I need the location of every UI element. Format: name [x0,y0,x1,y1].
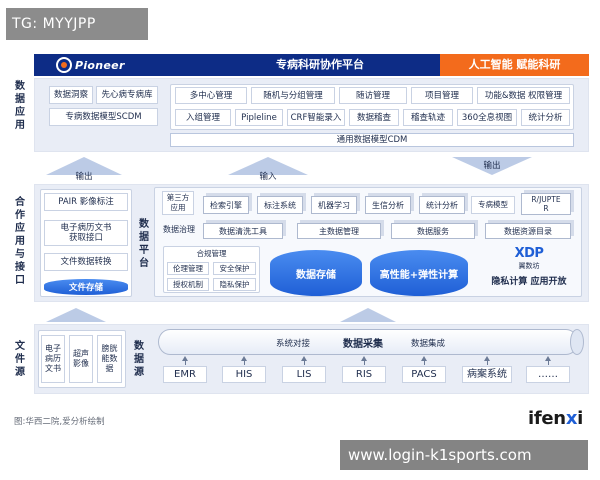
cleaning-tool-cube: 数据清洗工具 [203,223,283,239]
section-label-coop: 合作应用与接口 [15,197,25,286]
pipe-mid-label: 数据采集 [343,339,383,350]
coop-item: 文件数据转换 [44,253,128,271]
compliance-item: 隐私保护 [213,278,256,291]
tool-cube: 统计分析 [419,196,465,214]
source-arrow-head [421,356,427,361]
tool-cube: 生信分析 [365,196,411,214]
pipe-end [570,329,584,355]
compliance-title: 合规管理 [196,249,227,258]
tool-cube: 机器学习 [311,196,357,214]
source-arrow-head [545,356,551,361]
file-source-item: 电子病历文书 [41,335,65,383]
source-arrow-head [301,356,307,361]
file-source-item: 膀胱能数据 [97,335,122,383]
app-function: 稽查轨迹 [403,109,453,126]
app-function: 项目管理 [411,87,473,104]
logo-text: Pioneer [75,58,125,72]
file-source-item: 超声影像 [69,335,93,383]
app-left-item: 数据洞察 [49,86,93,104]
xdp-tagline: 隐私计算 应用开放 [491,277,567,287]
header-accent [440,54,589,76]
compliance-item: 伦理管理 [167,262,209,275]
arrow-up-sources [340,308,396,322]
source-arrow-line [304,360,305,365]
logo-icon [56,57,72,73]
app-function: 统计分析 [521,109,570,126]
platform-title: 专病科研协作平台 [276,58,364,71]
app-left-item: 先心病专病库 [96,86,158,104]
special-model: 专病模型 [471,196,515,214]
brand-part: x [565,408,578,429]
data-storage-cylinder: 数据存储 [270,250,362,296]
arrow-input-mid-label: 输入 [259,172,277,182]
data-source-box: LIS [282,366,326,383]
source-arrow-line [424,360,425,365]
source-arrow-head [241,356,247,361]
xdp-sub: 翼数坊 [518,262,540,270]
xdp-block: XDP 翼数坊 隐私计算 应用开放 [485,246,573,293]
brand-part: i [577,408,584,429]
file-storage-cylinder: 文件存储 [44,279,128,295]
third-party-apps: 第三方 应用 [162,191,194,215]
pipe-right-label: 数据集成 [411,339,446,349]
source-arrow-line [487,360,488,365]
data-source-box: EMR [163,366,207,383]
app-function: 360全息视图 [457,109,517,126]
arrow-up-files [46,308,106,322]
arrow-output-right [452,157,532,175]
app-function: 多中心管理 [175,87,247,104]
master-data-cube: 主数据管理 [297,223,381,239]
cdm-bar: 通用数据模型CDM [170,133,574,147]
data-source-box: RIS [342,366,386,383]
coop-item: 电子病历文书 获取接口 [44,220,128,246]
tool-cube: 检索引擎 [203,196,249,214]
tool-cube: 标注系统 [257,196,303,214]
watermark-top-left: TG: MYYJPP [6,8,148,40]
r-jupyter-cube: R/JUPTE R [521,193,571,215]
source-arrow-line [364,360,365,365]
source-arrow-line [548,360,549,365]
arrow-input-mid [228,157,308,175]
app-function: 随机与分组管理 [251,87,335,104]
compliance-item: 授权机制 [167,278,209,291]
compute-cylinder: 高性能+弹性计算 [370,250,468,296]
data-source-box: HIS [222,366,266,383]
brand-ifenxi: ifenxi [528,408,583,429]
section-label-app: 数据应用 [15,81,25,131]
app-function: 功能&数据 权限管理 [477,87,570,104]
source-arrow-head [484,356,490,361]
section-label-datasource: 数据源 [134,341,144,378]
app-function: 入组管理 [175,109,231,126]
coop-item: PAIR 影像标注 [44,193,128,211]
watermark-bottom-right: www.login-k1sports.com [340,440,588,470]
footer-source: 图:华西二院,爱分析绘制 [14,417,105,427]
source-arrow-line [244,360,245,365]
section-label-files: 文件源 [15,341,25,378]
arrow-output-left-label: 输出 [75,172,93,182]
source-arrow-head [182,356,188,361]
app-function: CRF智能录入 [287,109,345,126]
data-pipe [158,329,578,355]
section-label-platform: 数据平台 [139,219,149,269]
app-left-item: 专病数据模型SCDM [49,108,158,126]
pipe-left-label: 系统对接 [276,339,311,349]
data-source-box: …… [526,366,570,383]
xdp-logo: XDP [514,246,544,261]
arrow-output-right-label: 输出 [483,161,501,171]
data-source-box: PACS [402,366,446,383]
compliance-item: 安全保护 [213,262,256,275]
header-slogan: 人工智能 赋能科研 [468,58,561,71]
app-function: 随访管理 [339,87,407,104]
data-source-box: 病案系统 [462,366,512,383]
app-function: 数据稽查 [349,109,399,126]
data-service-cube: 数据服务 [391,223,475,239]
data-governance-label: 数据治理 [163,225,195,234]
arrow-output-left [46,157,122,175]
app-function: Pipleline [235,109,283,126]
source-arrow-line [185,360,186,365]
brand-part: ifen [528,408,566,429]
resource-catalog-cube: 数据资源目录 [485,223,571,239]
brand-logo: Pioneer [56,56,125,74]
source-arrow-head [361,356,367,361]
